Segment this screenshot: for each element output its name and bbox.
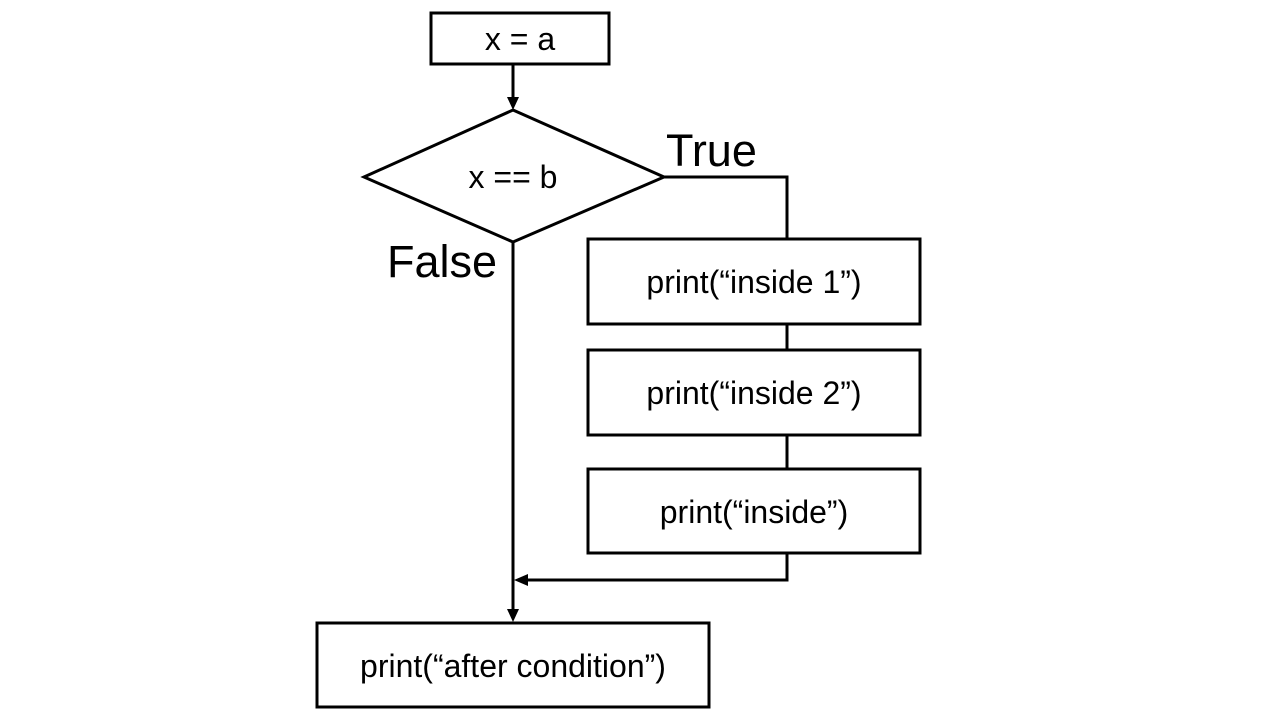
condition-node-label: x == b [469,159,558,195]
inside-1-node: print(“inside 1”) [586,237,922,326]
assign-node-label: x = a [485,21,555,57]
after-node-label: print(“after condition”) [360,648,666,684]
assign-node: x = a [429,11,611,66]
false-branch-label: False [387,236,497,287]
true-branch-label: True [666,125,757,176]
inside-1-node-label: print(“inside 1”) [646,264,861,300]
inside-2-node-label: print(“inside 2”) [646,375,861,411]
inside-3-node-label: print(“inside”) [660,494,848,530]
condition-node: x == b [360,108,668,244]
merge-connector [514,553,789,586]
inside-3-node: print(“inside”) [586,467,922,555]
true-branch-connector [664,175,789,239]
after-node: print(“after condition”) [315,621,711,709]
arrow-assign-to-condition [507,64,519,110]
false-branch-connector [507,242,519,622]
inside-2-node: print(“inside 2”) [586,348,922,437]
